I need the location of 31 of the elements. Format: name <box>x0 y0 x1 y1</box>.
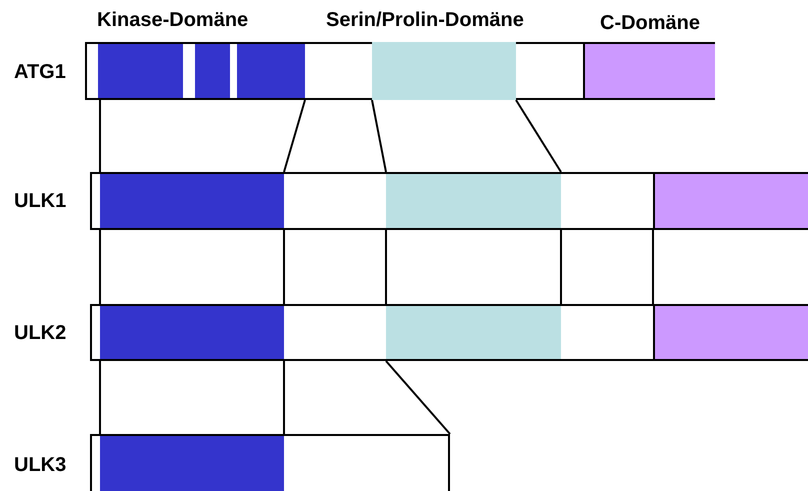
kinase-domain <box>195 44 230 98</box>
c-domain <box>653 174 808 228</box>
kinase-domain <box>98 44 183 98</box>
serine-proline-domain <box>386 174 561 228</box>
kinase-domain <box>100 174 284 228</box>
alignment-line <box>515 99 562 173</box>
protein-name: ATG1 <box>14 62 66 82</box>
protein-name: ULK3 <box>14 455 66 475</box>
c-domain <box>583 44 715 98</box>
alignment-line <box>99 230 101 304</box>
kinase-domain <box>100 306 284 359</box>
c-domain <box>653 306 808 359</box>
alignment-line <box>385 360 451 435</box>
kinase-domain <box>237 44 305 98</box>
serine-proline-domain <box>386 306 561 359</box>
serine-proline-domain <box>372 42 516 100</box>
protein-name: ULK2 <box>14 323 66 343</box>
kinase-domain <box>100 436 284 491</box>
alignment-line <box>385 230 387 304</box>
alignment-line <box>560 230 562 304</box>
alignment-line <box>652 230 654 304</box>
alignment-line <box>283 100 306 172</box>
alignment-line <box>283 361 285 434</box>
alignment-line <box>99 100 101 172</box>
alignment-line <box>283 230 285 304</box>
domain-heading: C-Domäne <box>600 13 700 33</box>
domain-heading: Serin/Prolin-Domäne <box>326 10 524 30</box>
alignment-line <box>371 100 387 172</box>
protein-name: ULK1 <box>14 191 66 211</box>
domain-heading: Kinase-Domäne <box>97 10 248 30</box>
alignment-line <box>99 361 101 434</box>
